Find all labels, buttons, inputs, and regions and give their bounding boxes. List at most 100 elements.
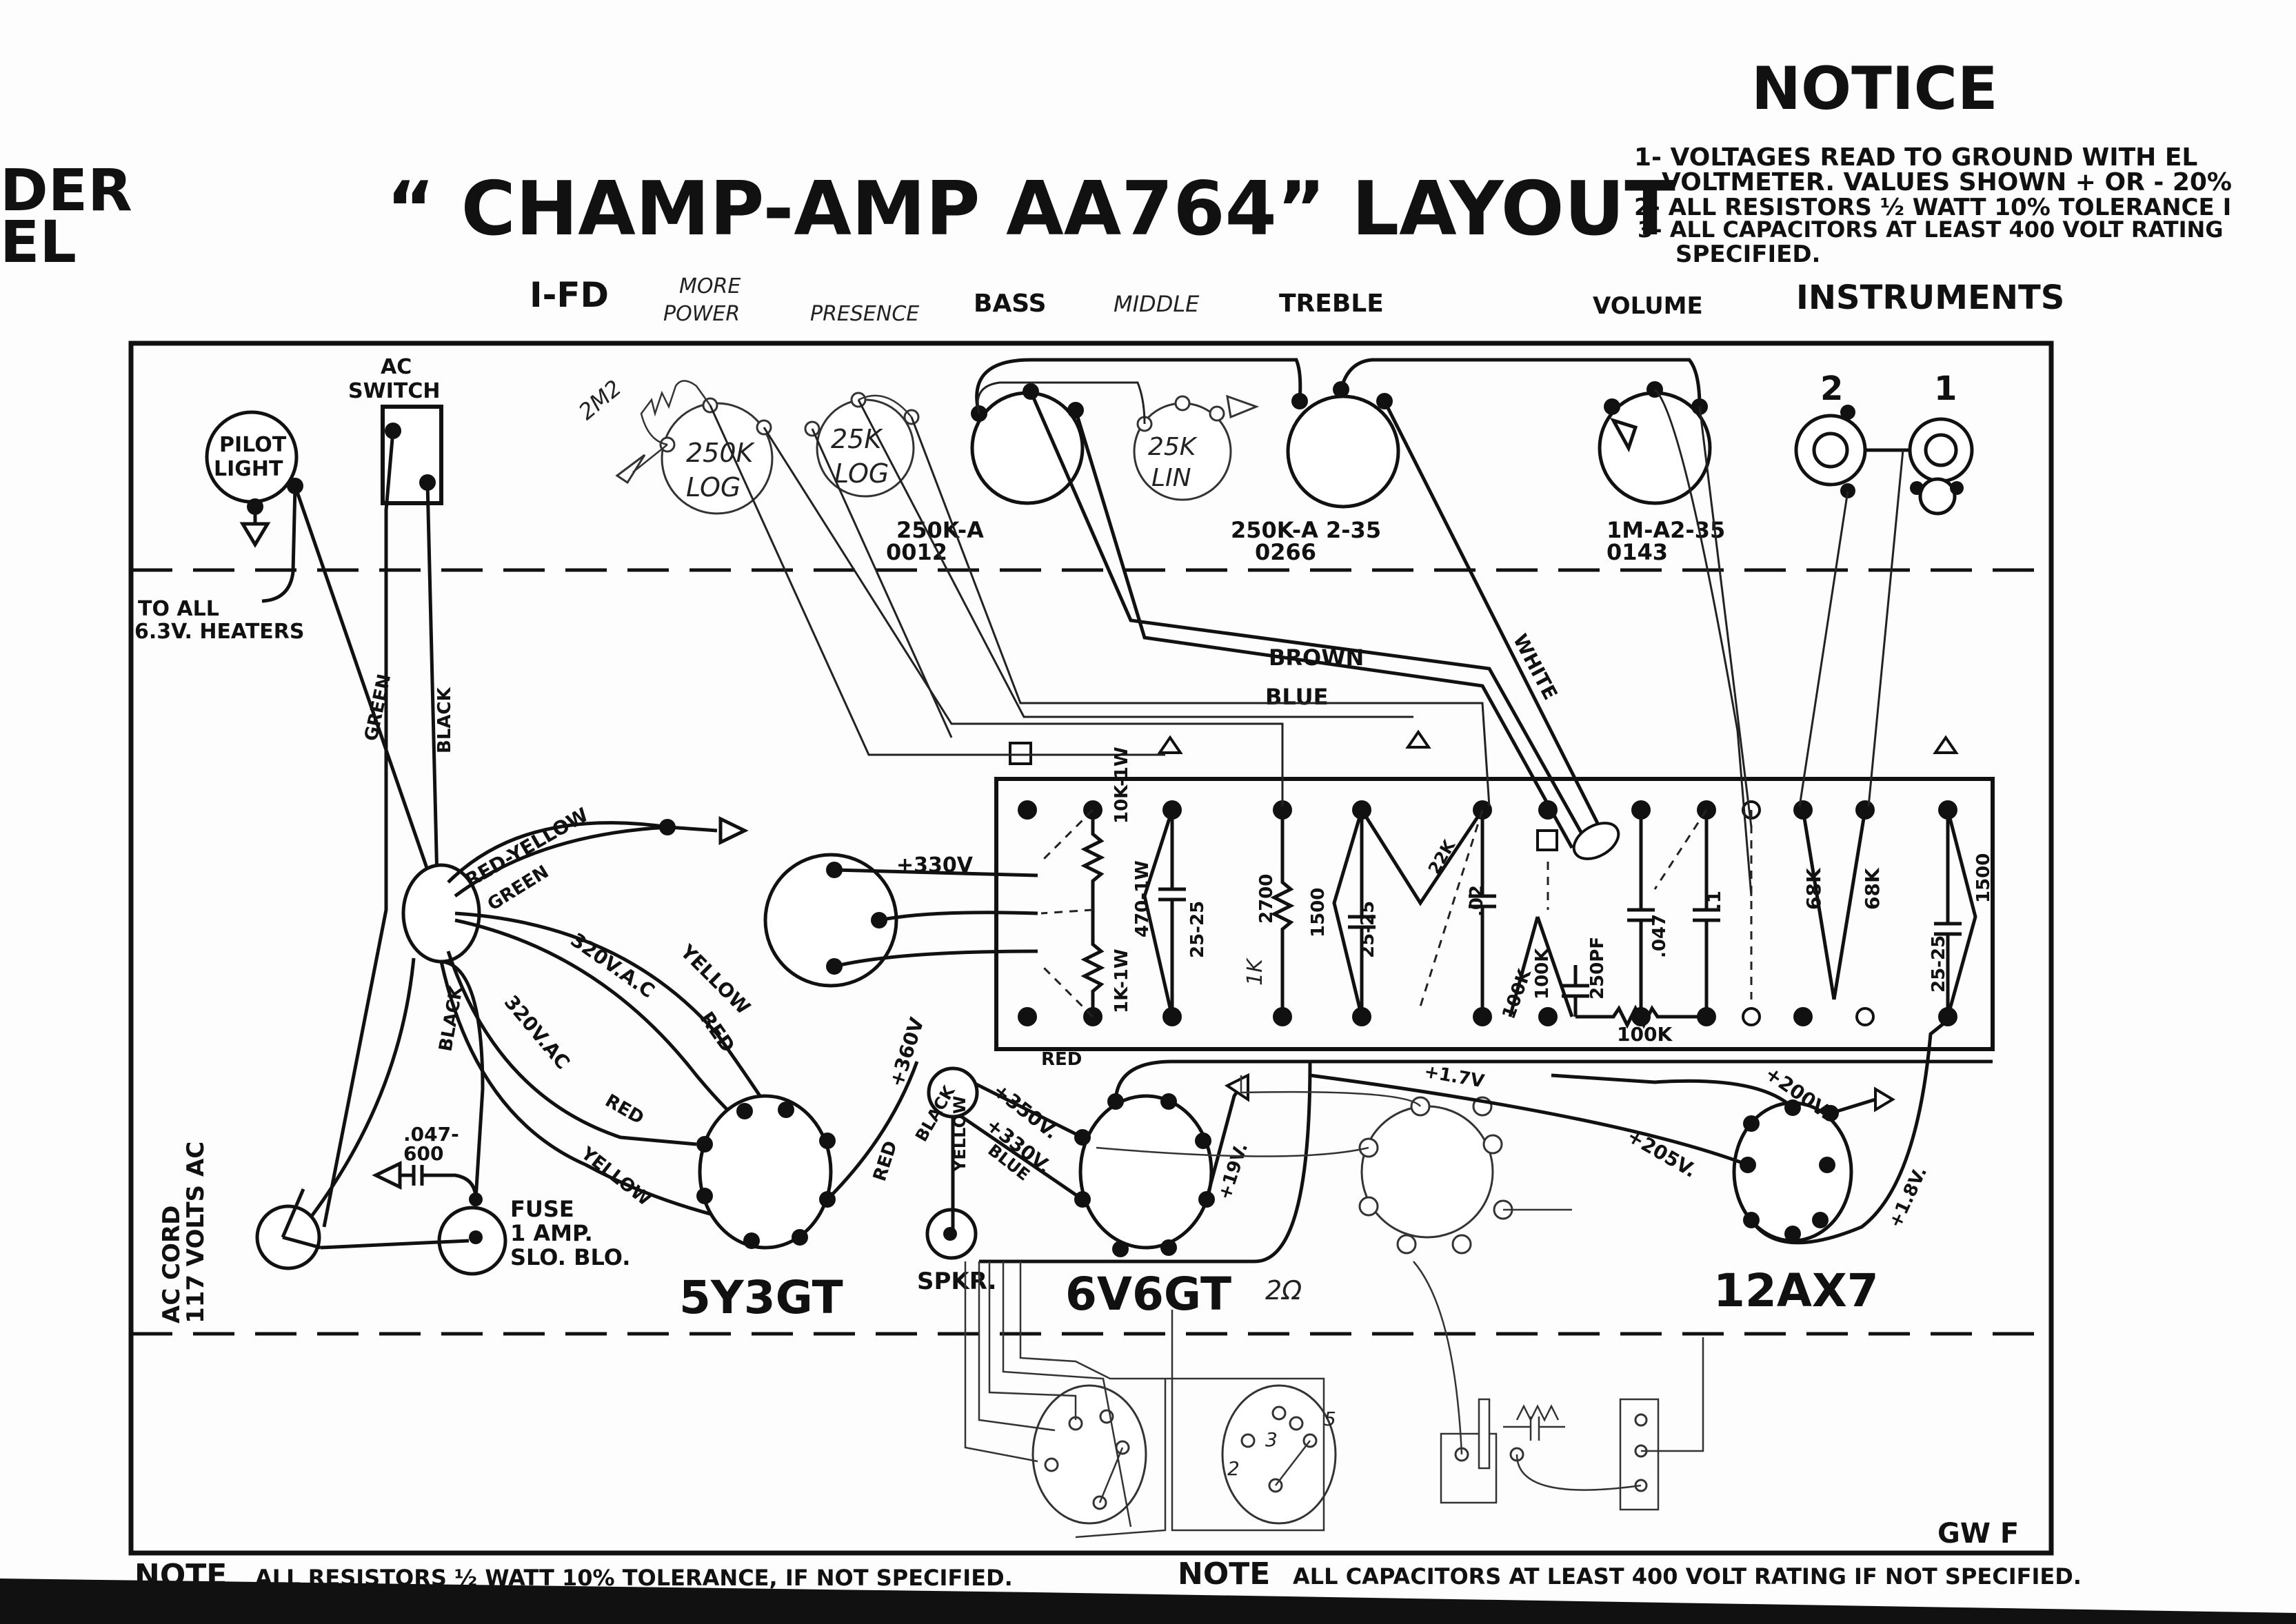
wire-label-yellow-2: YELLOW: [576, 1143, 654, 1210]
label-middle: MIDDLE: [1114, 291, 1200, 317]
drafter-initials: GW F: [1937, 1518, 2019, 1550]
notice-heading: NOTICE: [1751, 54, 1998, 123]
cap-label-2: 600: [403, 1142, 443, 1165]
tube-5y3gt-socket: 5Y3GT: [679, 1094, 843, 1324]
speaker-jack: SPKR. YELLOW BLACK: [912, 1061, 1312, 1295]
input-jack-1: 1: [1865, 369, 1974, 516]
label-1500: 1500: [1308, 888, 1329, 937]
shielded-cable-end: [1572, 822, 1620, 860]
jack2-label: 2: [1820, 369, 1843, 408]
pilot-light: PILOT LIGHT: [205, 410, 303, 548]
heaters-label-1: TO ALL: [138, 597, 219, 621]
board-top-eyelets: [1018, 800, 1957, 820]
wire-green: [293, 485, 443, 911]
notice-line-3: 2- ALL RESISTORS ½ WATT 10% TOLERANCE I: [1634, 194, 2231, 221]
ac-cord-label-1: AC CORD: [158, 1206, 185, 1323]
handdrawn-bias-network: [1413, 1261, 1704, 1511]
ground-symbol: [239, 522, 271, 548]
pot-middle: 25K LIN: [1133, 394, 1260, 501]
handdrawn-octal-socket: [1096, 1075, 1572, 1255]
fuse-holder: FUSE 1 AMP. SLO. BLO.: [320, 960, 630, 1276]
wire-label-brown: BROWN: [1269, 644, 1364, 671]
middle-pot-value: 25K: [1148, 433, 1198, 461]
pilot-label-2: LIGHT: [214, 457, 283, 481]
wire-blue: [1074, 409, 1574, 849]
wire-heater: [261, 485, 297, 603]
wire-treble-volume-bus: [1339, 358, 1702, 407]
svg-text:5: 5: [1324, 1408, 1336, 1430]
handdrawn-rear-wiring: [964, 1261, 1325, 1539]
brand-fragment-1: DER: [0, 156, 132, 224]
wire-bass-treble-bus: [975, 358, 1302, 414]
fuse-label-3: SLO. BLO.: [510, 1244, 630, 1270]
middle-pot-taper: LIN: [1151, 464, 1191, 492]
wire-black-cord: [302, 957, 416, 1228]
pilot-label-1: PILOT: [219, 433, 287, 457]
tube-12ax7-socket: 12AX7: [1713, 1099, 1879, 1317]
notice-line-1: 1- VOLTAGES READ TO GROUND WITH EL: [1634, 143, 2197, 172]
board-eyelet-bottom: [1742, 1007, 1761, 1026]
ac-switch: AC SWITCH: [348, 355, 443, 505]
pot2-taper: LOG: [834, 458, 889, 489]
label-10k-1w: 10K-1W: [1111, 747, 1132, 824]
brand-fragment-2: EL: [0, 208, 77, 276]
jack1-label: 1: [1934, 369, 1957, 408]
label-volume: VOLUME: [1593, 292, 1703, 320]
label-presence: PRESENCE: [810, 302, 919, 326]
wire-320vac-b: [446, 951, 697, 1146]
label-25-25-a: 25-25: [1187, 901, 1208, 958]
wire-label-red: RED: [696, 1008, 740, 1057]
bass-pot-part: 250K-A: [896, 517, 984, 543]
terminal-board: [994, 777, 1995, 1051]
label-250pf: 250PF: [1587, 937, 1608, 999]
ac-switch-label-2: SWITCH: [348, 379, 440, 403]
pot1-note: 2M2: [574, 375, 627, 425]
wire-brown: [1029, 390, 1588, 842]
fuse-label-1: FUSE: [510, 1196, 574, 1222]
note-2-ohm: 2Ω: [1265, 1275, 1302, 1306]
voltage-18: +1.8V.: [1885, 1164, 1931, 1231]
fuse-label-2: 1 AMP.: [510, 1220, 593, 1246]
pot-treble: 250K-A 2-35 0266: [1231, 381, 1400, 565]
wire-label-green: GREEN: [361, 672, 395, 743]
pot2-value: 25K: [831, 424, 883, 454]
label-treble: TREBLE: [1279, 290, 1384, 318]
speaker-label: SPKR.: [917, 1268, 996, 1295]
heaters-label-2: 6.3V. HEATERS: [134, 620, 305, 644]
volume-pot-part: 1M-A2-35: [1607, 517, 1725, 543]
tube-6v6gt-label: 6V6GT: [1065, 1268, 1231, 1321]
svg-text:3: 3: [1265, 1428, 1278, 1451]
chassis-outline: [128, 341, 2054, 1556]
notice-line-2: VOLTMETER. VALUES SHOWN + OR - 20%: [1662, 168, 2232, 196]
ac-cord-label-2: 117 VOLTS AC: [182, 1141, 210, 1323]
label-68k-b: 68K: [1861, 867, 1884, 910]
wire-green-heater: [454, 825, 718, 898]
wire-label-red-4: RED: [1041, 1049, 1082, 1070]
board-bottom-eyelets: [1018, 1007, 1957, 1026]
pot1-taper: LOG: [686, 472, 741, 503]
wire-label-red-2: RED: [601, 1090, 647, 1129]
cap-label-1: .047-: [403, 1123, 459, 1146]
tube-6v6gt-socket: 6V6GT 2Ω: [1065, 1093, 1302, 1321]
label-1500-b: 1500: [1973, 853, 1994, 903]
label-bass: BASS: [974, 290, 1047, 318]
notice-line-4: 3- ALL CAPACITORS AT LEAST 400 VOLT RATI…: [1638, 216, 2224, 243]
wire-label-320vac-b: 320V.AC: [500, 991, 574, 1073]
footer-note2-label: NOTE: [1178, 1556, 1270, 1592]
ac-cord-grommet: [255, 1188, 321, 1270]
line-bypass-capacitor: .047- 600: [372, 1123, 478, 1200]
footer-note1-label: NOTE: [134, 1558, 227, 1593]
treble-pot-code: 0266: [1255, 539, 1316, 565]
label-1k: 1K: [1243, 957, 1267, 986]
board-eyelet-top: [1018, 800, 1037, 820]
wire-bass-middle: [976, 381, 1146, 425]
wire-label-white: WHITE: [1509, 630, 1562, 703]
voltage-205: +205V.: [1623, 1124, 1700, 1182]
label-1k-1w: 1K-1W: [1111, 948, 1132, 1013]
page-title: “ CHAMP-AMP AA764” LAYOUT: [386, 166, 1675, 252]
wire-black: [322, 430, 395, 1228]
board-eyelet-bottom: [1538, 1007, 1558, 1026]
ac-switch-label-1: AC: [381, 355, 412, 379]
treble-pot-part: 250K-A 2-35: [1231, 517, 1381, 543]
